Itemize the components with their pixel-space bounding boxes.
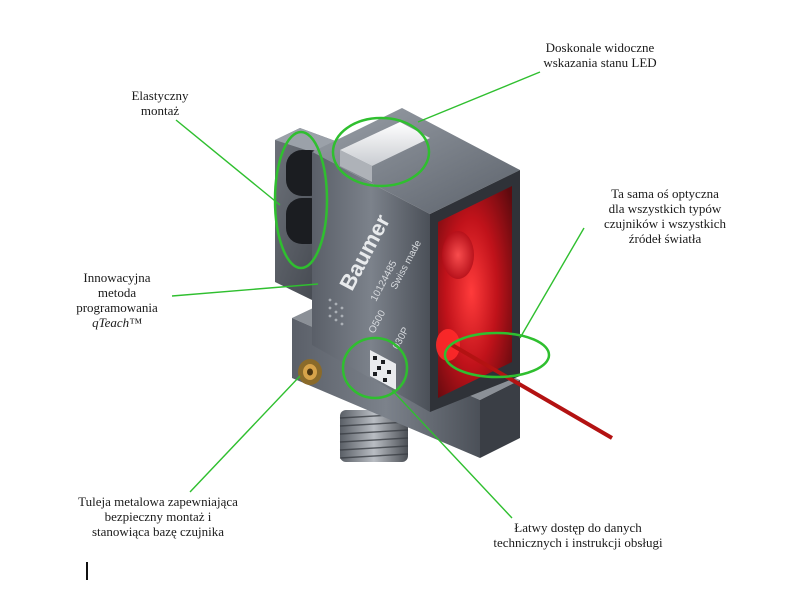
label-line: bezpieczny montaż i xyxy=(104,509,212,524)
label-line: programowania xyxy=(76,300,158,315)
label-line: metoda xyxy=(97,285,137,300)
sensor-body: Baumer 10124485 Swiss made O500 030P xyxy=(312,108,520,412)
label-metal-sleeve: Tuleja metalowa zapewniająca bezpieczny … xyxy=(48,494,268,539)
laser-beam xyxy=(450,343,614,440)
label-qteach: Innowacyjna metoda programowania qTeach™ xyxy=(52,270,182,330)
label-line: montaż xyxy=(140,103,180,118)
m12-connector xyxy=(339,410,409,462)
label-line: czujników i wszystkich xyxy=(603,216,727,231)
data-matrix-pattern xyxy=(373,356,391,382)
leader-documentation xyxy=(391,389,513,519)
optical-lens xyxy=(438,186,512,398)
label-line: dla wszystkich typów xyxy=(608,201,722,216)
text-cursor xyxy=(86,562,88,580)
label-line: Tuleja metalowa zapewniająca xyxy=(78,494,238,509)
leader-optical-axis xyxy=(519,227,585,339)
leader-mounting xyxy=(175,119,281,206)
label-line: Ta sama oś optyczna xyxy=(611,186,719,201)
label-line: stanowiąca bazę czujnika xyxy=(91,524,225,539)
highlight-mounting xyxy=(273,130,329,270)
leader-sleeve xyxy=(189,375,301,493)
label-line: technicznych i instrukcji obsługi xyxy=(493,535,663,550)
callout-highlights xyxy=(273,116,551,400)
label-line: Innowacyjna xyxy=(83,270,151,285)
leader-led xyxy=(417,71,541,123)
label-optical-axis: Ta sama oś optyczna dla wszystkich typów… xyxy=(580,186,750,246)
label-flexible-mounting: Elastyczny montaż xyxy=(110,88,210,118)
leader-lines xyxy=(171,71,585,519)
label-line: Elastyczny xyxy=(131,88,189,103)
label-led-indicators: Doskonale widoczne wskazania stanu LED xyxy=(510,40,690,70)
qteach-trademark: qTeach™ xyxy=(92,315,142,330)
highlight-optical-axis xyxy=(443,331,551,379)
leader-qteach xyxy=(171,283,319,297)
label-line: źródeł światła xyxy=(628,231,702,246)
label-line: Doskonale widoczne xyxy=(545,40,655,55)
label-line: Łatwy dostęp do danych xyxy=(514,520,642,535)
label-documentation: Łatwy dostęp do danych technicznych i in… xyxy=(458,520,698,550)
label-line: wskazania stanu LED xyxy=(543,55,657,70)
led-window xyxy=(340,122,430,166)
highlight-led xyxy=(331,116,431,188)
highlight-data-matrix xyxy=(341,336,409,400)
